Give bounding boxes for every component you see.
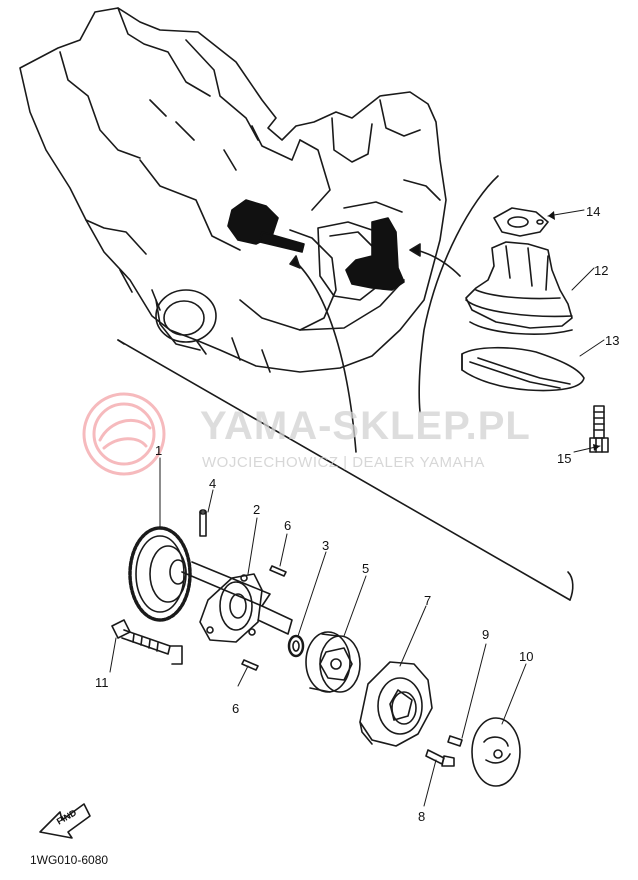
part-11-bolt: [111, 619, 183, 665]
leader-arrowheads: [548, 211, 600, 451]
part-7-pump-body: [359, 661, 433, 747]
part-14-gasket: [493, 207, 549, 237]
watermark-subtitle: WOJCIECHOWICZ | DEALER YAMAHA: [202, 454, 485, 471]
part-10-plate: [471, 717, 521, 787]
part-15-bolt: [589, 405, 609, 453]
watermark-logo: [82, 392, 166, 476]
part-9-pin: [447, 735, 463, 747]
part-1-driven-gear: [128, 526, 293, 635]
part-8-screw: [425, 749, 455, 767]
callout-11: 11: [95, 675, 109, 690]
callout-14: 14: [586, 204, 601, 219]
part-6-dowel-pins: [241, 565, 287, 671]
find-arrow-icon: [39, 803, 91, 839]
callout-8: 8: [418, 809, 426, 824]
part-12-strainer-housing: [465, 241, 573, 335]
callout-5: 5: [362, 561, 370, 576]
callout-13: 13: [605, 333, 620, 348]
part-5-outer-rotor: [305, 631, 361, 693]
callout-12: 12: [594, 263, 609, 278]
callout-9: 9: [482, 627, 490, 642]
part-2-pump-cover: [199, 573, 263, 643]
callout-6-upper: 6: [284, 518, 292, 533]
flow-arrows: [289, 243, 461, 453]
callout-4: 4: [209, 476, 217, 491]
oil-passage-marks: [227, 199, 405, 291]
leader-lines: [109, 209, 605, 807]
callout-7: 7: [424, 593, 432, 608]
callout-6-lower: 6: [232, 701, 240, 716]
callout-1: 1: [155, 443, 163, 458]
callout-10: 10: [519, 649, 534, 664]
callout-15: 15: [557, 451, 572, 466]
watermark-title: YAMA-SKLEP.PL: [200, 404, 531, 448]
callout-2: 2: [253, 502, 261, 517]
engine-crankcase-outline: [19, 7, 447, 373]
diagram-code: 1WG010-6080: [30, 853, 109, 867]
part-3-washer: [287, 634, 305, 658]
part-13-strainer-screen: [461, 346, 585, 392]
callout-3: 3: [322, 538, 330, 553]
part-4-pin: [199, 509, 207, 537]
group-bracket-line: [117, 175, 574, 601]
